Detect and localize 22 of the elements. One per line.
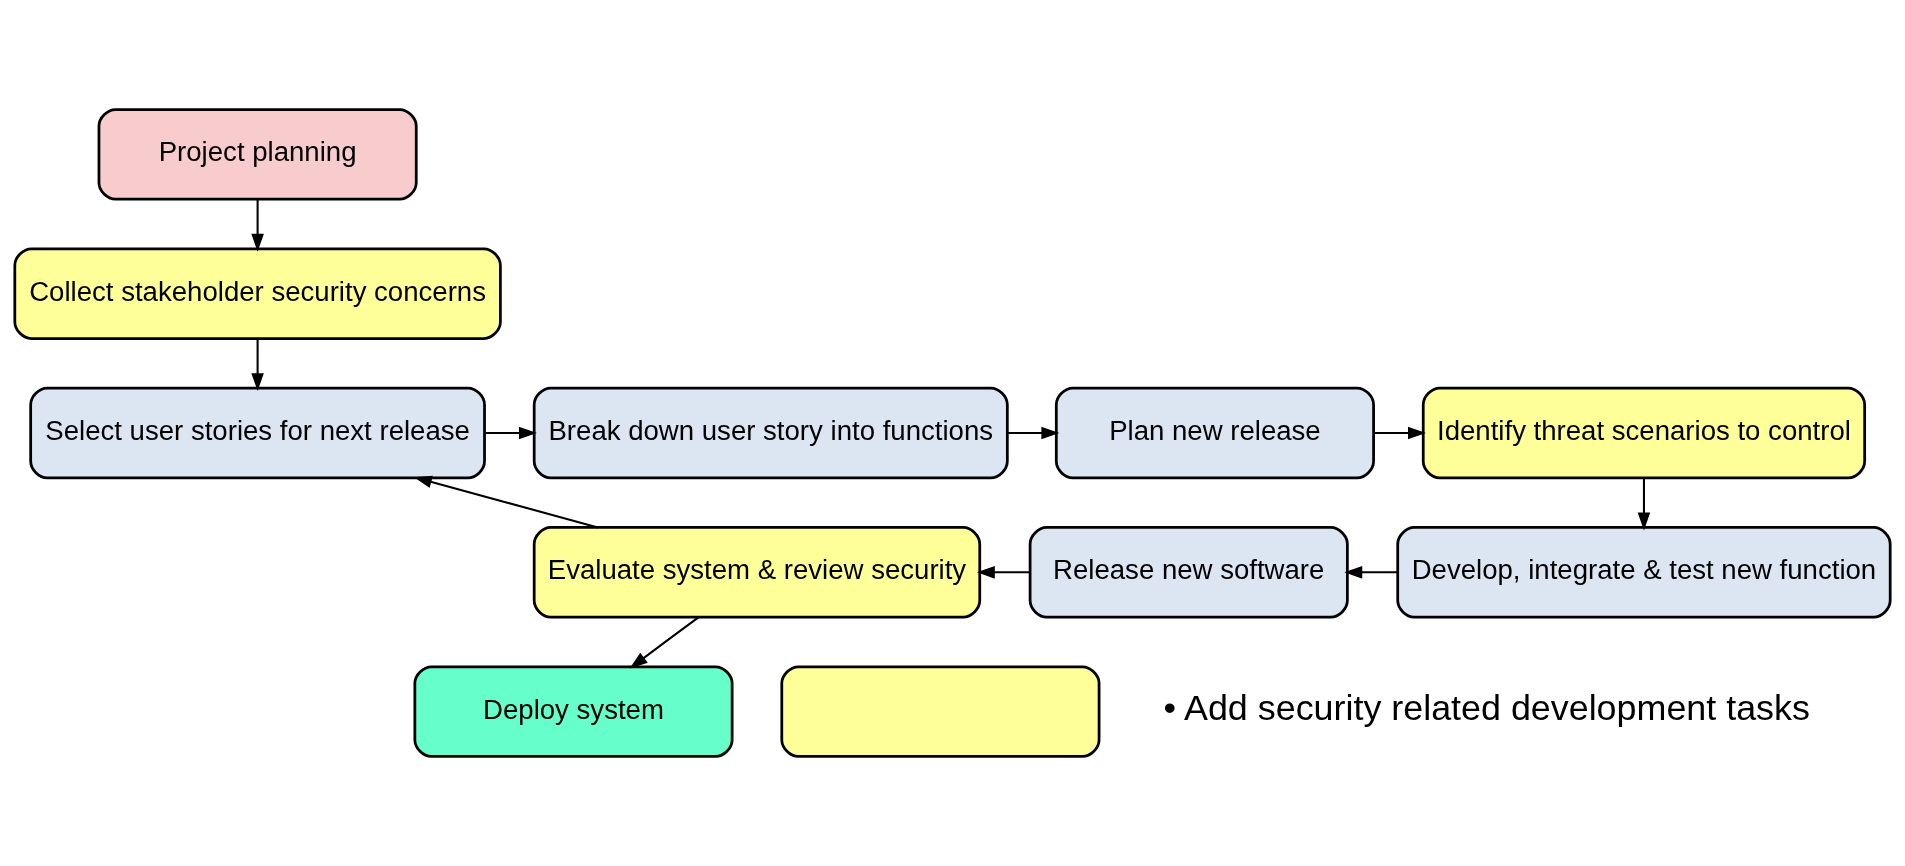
- node-box: Develop, integrate & test new function: [1396, 526, 1892, 619]
- arrow: [1637, 477, 1651, 531]
- node-box: Break down user story into functions: [532, 386, 1009, 480]
- node-box: Deploy system: [413, 665, 734, 758]
- arrow: [1373, 426, 1426, 440]
- arrow: [629, 616, 699, 669]
- arrow: [251, 338, 264, 392]
- arrow: [1344, 566, 1398, 579]
- node-box: Project planning: [97, 108, 418, 201]
- node-box: Identify threat scenarios to control: [1421, 386, 1867, 480]
- node-box: Release new software: [1028, 526, 1349, 619]
- node-box: Evaluate system & review security: [532, 526, 982, 619]
- node-box: Plan new release: [1054, 386, 1375, 480]
- node-box: Select user stories for next release: [29, 386, 486, 480]
- label: • Add security related development tasks: [1163, 688, 1810, 729]
- arrow: [976, 566, 1030, 579]
- node-box: Collect stakeholder security concerns: [13, 247, 502, 340]
- arrow: [251, 199, 264, 252]
- arrow: [413, 475, 599, 529]
- arrow: [1007, 426, 1060, 440]
- node-box: [780, 665, 1101, 758]
- arrow: [484, 426, 537, 440]
